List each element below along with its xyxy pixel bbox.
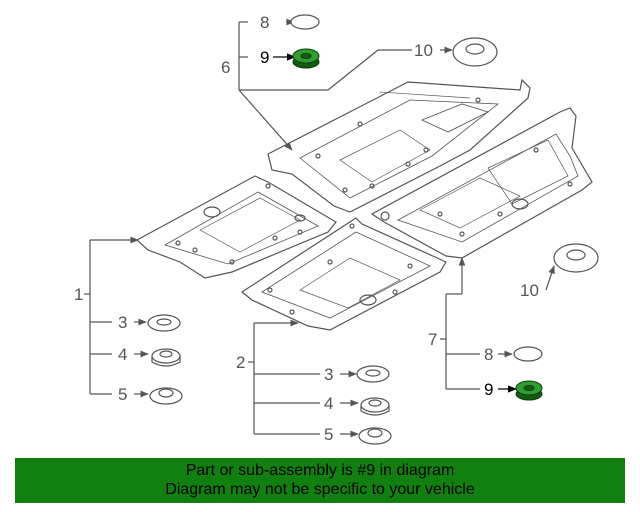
info-banner: Part or sub-assembly is #9 in diagram Di… [15, 458, 625, 503]
banner-line-part-number: Part or sub-assembly is #9 in diagram [185, 462, 455, 479]
center-right-shield-panel [370, 107, 593, 259]
callout-9-right: 9 [484, 380, 493, 399]
callout-5-center: 5 [324, 425, 333, 444]
callout-1: 1 [74, 285, 83, 304]
callout-10-right: 10 [520, 281, 539, 300]
callout-4-center: 4 [324, 394, 333, 413]
grommet-part-10-right [553, 243, 599, 273]
callout-9-top: 9 [260, 48, 269, 67]
callout-6: 6 [221, 58, 230, 77]
clip-part-9-top [292, 48, 320, 69]
washer-part-3-center [356, 365, 390, 383]
banner-line-disclaimer: Diagram may not be specific to your vehi… [165, 481, 475, 498]
washer-part-3-left [147, 314, 181, 332]
front-left-shield-panel [135, 175, 337, 279]
callout-8-top: 8 [260, 13, 269, 32]
leaders-group-7 [440, 257, 555, 390]
callout-10-top: 10 [414, 41, 433, 60]
callout-3-left: 3 [118, 313, 127, 332]
center-left-shield-panel [267, 78, 531, 213]
callout-5-left: 5 [118, 385, 127, 404]
leaders-group-2 [248, 319, 359, 438]
callout-2: 2 [236, 353, 245, 372]
callout-8-right: 8 [484, 345, 493, 364]
clip-part-5-left [149, 387, 183, 405]
washer-part-8-right [513, 346, 543, 362]
washer-part-8-top [290, 14, 320, 30]
leaders-group-1 [84, 236, 149, 398]
grommet-part-10-top [452, 37, 498, 67]
callout-4-left: 4 [118, 345, 127, 364]
clip-part-5-center [358, 427, 392, 445]
nut-part-4-center [360, 397, 390, 416]
leaders-group-6 [238, 18, 453, 151]
callout-7: 7 [428, 330, 437, 349]
callout-3-center: 3 [324, 365, 333, 384]
clip-part-9-right [515, 380, 543, 401]
front-right-shield-panel [240, 217, 447, 331]
nut-part-4-left [151, 348, 181, 367]
